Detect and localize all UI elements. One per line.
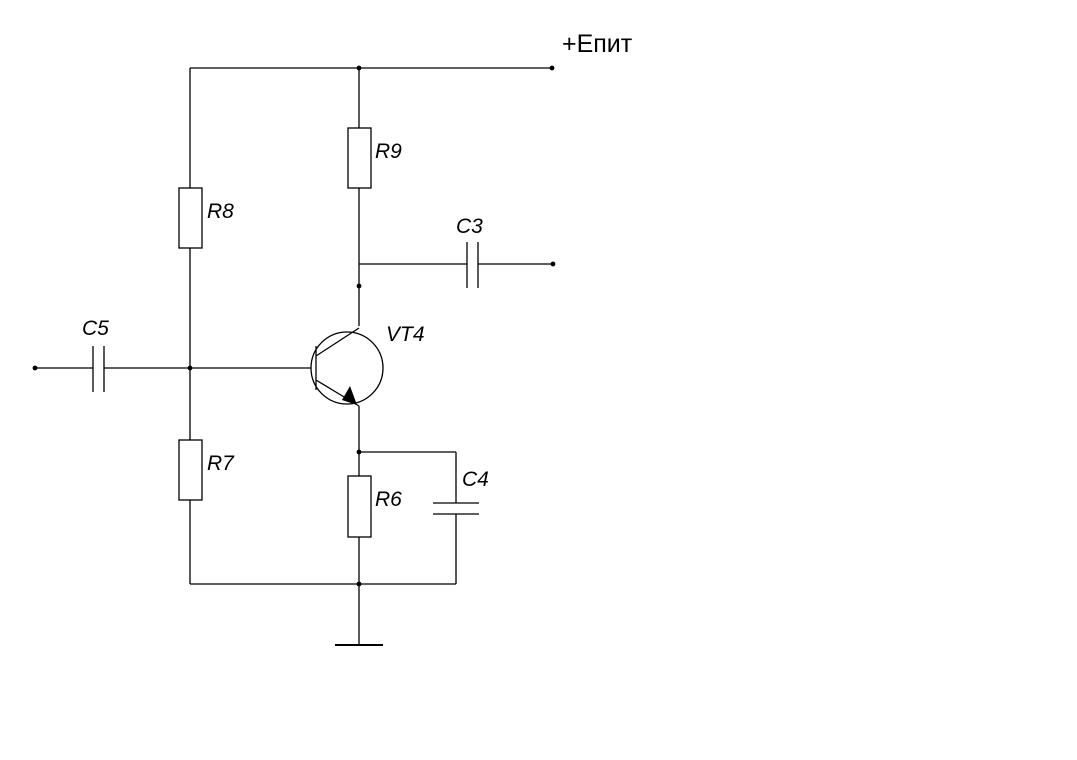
resistor-r8	[178, 187, 203, 249]
supply-terminal	[549, 65, 555, 71]
transistor-vt4-collector-lead	[315, 327, 360, 357]
resistor-r9	[347, 127, 372, 189]
collector-junction	[356, 283, 362, 289]
c5-label: C5	[82, 317, 109, 340]
base-junction	[187, 365, 193, 371]
output-terminal	[550, 261, 556, 267]
r6-label: R6	[375, 488, 402, 511]
resistor-r6	[347, 475, 372, 538]
c4-label: C4	[462, 468, 489, 491]
r8-label: R8	[207, 200, 234, 223]
r9-label: R9	[375, 140, 402, 163]
vt4-label: VT4	[386, 323, 425, 346]
supply-label: +Eпит	[562, 30, 633, 58]
c3-label: C3	[456, 215, 483, 238]
transistor-vt4-body	[310, 331, 384, 405]
emitter-arrow-icon	[342, 386, 357, 405]
ground-junction	[356, 581, 362, 587]
transistor-vt4	[310, 327, 384, 407]
resistor-r7	[178, 439, 203, 501]
r7-label: R7	[207, 452, 235, 475]
